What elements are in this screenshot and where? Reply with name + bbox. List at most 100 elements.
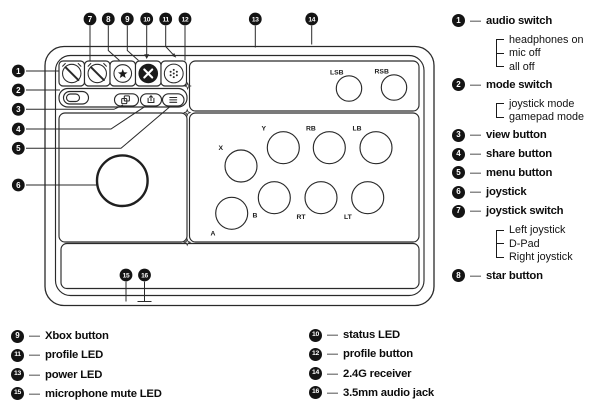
profile-dots-icon (163, 63, 184, 84)
callout-lines (26, 25, 313, 302)
legend-badge-8: 8 (452, 269, 465, 282)
a-label: A (211, 231, 216, 238)
svg-text:10: 10 (143, 16, 150, 23)
svg-text:7: 7 (88, 15, 93, 24)
top-button-row (58, 60, 188, 87)
svg-text:8: 8 (106, 15, 111, 24)
bracket-tick (496, 103, 504, 105)
legend-subitem: gamepad mode (452, 110, 598, 124)
legend-label: microphone mute LED (45, 387, 162, 400)
dash: — (29, 368, 40, 381)
legend-bottom-right-column: 10 — status LED 12 — profile button 14 —… (309, 328, 509, 405)
dash: — (327, 348, 338, 361)
face-buttons-panel: X Y RB LB A B RT LT (188, 112, 420, 243)
panel-junction-marks (183, 81, 192, 247)
audio-switch-dial-icon (62, 62, 82, 84)
rb-label: RB (306, 126, 316, 133)
dash: — (29, 330, 40, 342)
dash: — (470, 78, 481, 91)
legend-label: 3.5mm audio jack (343, 386, 434, 399)
legend-item-joystick-switch: 7 — joystick switch Left joystick D-Pad … (452, 204, 598, 264)
view-button (113, 93, 140, 107)
lsb-label: LSB (330, 70, 344, 77)
legend-item-24g-receiver: 14 — 2.4G receiver (309, 367, 509, 381)
legend-item-view-button: 3 — view button (452, 128, 598, 147)
svg-text:16: 16 (141, 272, 148, 279)
legend-item-35mm-audio-jack: 16 — 3.5mm audio jack (309, 386, 509, 400)
legend-label: power LED (45, 368, 103, 381)
svg-text:15: 15 (123, 272, 130, 279)
bracket-tick (496, 52, 504, 54)
lt-button (351, 181, 385, 215)
legend-item-audio-switch: 1 — audio switch headphones on mic off a… (452, 14, 598, 74)
arrowhead-11 (171, 53, 177, 58)
dash: — (470, 269, 481, 282)
lb-label: LB (353, 126, 362, 133)
legend-badge-16: 16 (309, 386, 322, 400)
bracket-tick (496, 256, 504, 258)
dash: — (470, 186, 481, 198)
callout-10: 10 (140, 12, 154, 26)
callout-16: 16 (138, 268, 151, 282)
callout-badges: 1 2 3 4 5 6 7 8 9 10 11 12 13 14 15 16 (11, 12, 319, 282)
legend-label: status LED (343, 329, 401, 341)
joystick-panel (58, 112, 188, 243)
legend-label: profile LED (45, 349, 104, 362)
legend-sublist: joystick mode gamepad mode (452, 97, 598, 124)
legend-label: menu button (486, 166, 553, 179)
legend-item-profile-button: 12 — profile button (309, 347, 509, 361)
callout-6: 6 (11, 178, 25, 192)
svg-text:12: 12 (182, 16, 189, 23)
legend-subitem: D-Pad (452, 237, 598, 251)
legend-label: 2.4G receiver (343, 367, 412, 380)
rt-button (304, 181, 338, 215)
svg-text:6: 6 (16, 181, 21, 190)
rsb-label: RSB (375, 69, 389, 76)
legend-item-xbox-button: 9 — Xbox button (11, 329, 211, 343)
legend-label: mode switch (486, 78, 553, 91)
legend-label: joystick switch (486, 205, 564, 217)
share-icon (147, 94, 155, 104)
legend-badge-1: 1 (452, 14, 465, 27)
callout-line-3 (26, 104, 124, 110)
y-label: Y (262, 126, 267, 133)
bracket-tick (496, 66, 504, 68)
xbox-logo-icon (138, 63, 159, 84)
callout-7: 7 (83, 12, 97, 26)
callout-line-4 (26, 105, 147, 130)
dash: — (470, 14, 481, 27)
legend-badge-9: 9 (11, 329, 24, 343)
callout-15: 15 (119, 268, 133, 282)
legend-badge-3: 3 (452, 128, 465, 142)
callout-line-5 (26, 105, 172, 149)
legend-item-mode-switch: 2 — mode switch joystick mode gamepad mo… (452, 78, 598, 124)
bracket-tick (496, 243, 504, 245)
rt-label: RT (297, 214, 307, 221)
legend-subitem: all off (452, 60, 598, 74)
legend-subitem: headphones on (452, 33, 598, 47)
legend-subitem: Right joystick (452, 250, 598, 264)
arrowhead-10 (144, 54, 150, 59)
bracket-tick (496, 39, 504, 41)
legend-label: profile button (343, 348, 413, 361)
legend-label: audio switch (486, 14, 553, 27)
legend-badge-2: 2 (452, 78, 465, 91)
callout-2: 2 (11, 83, 25, 97)
star-icon (113, 64, 133, 83)
legend-label: view button (486, 129, 547, 141)
mode-switch (62, 90, 90, 105)
bracket-tick (496, 116, 504, 118)
a-button (215, 196, 249, 230)
dash: — (327, 329, 338, 341)
legend-badge-12: 12 (309, 347, 322, 361)
y-button (266, 131, 300, 165)
legend-item-joystick: 6 — joystick (452, 185, 598, 204)
legend-item-status-led: 10 — status LED (309, 328, 509, 342)
dash: — (29, 387, 40, 400)
lsb-button (335, 75, 363, 102)
legend-badge-6: 6 (452, 185, 465, 199)
legend-badge-13: 13 (11, 368, 24, 382)
legend-label: star button (486, 269, 543, 282)
legend-item-menu-button: 5 — menu button (452, 166, 598, 185)
